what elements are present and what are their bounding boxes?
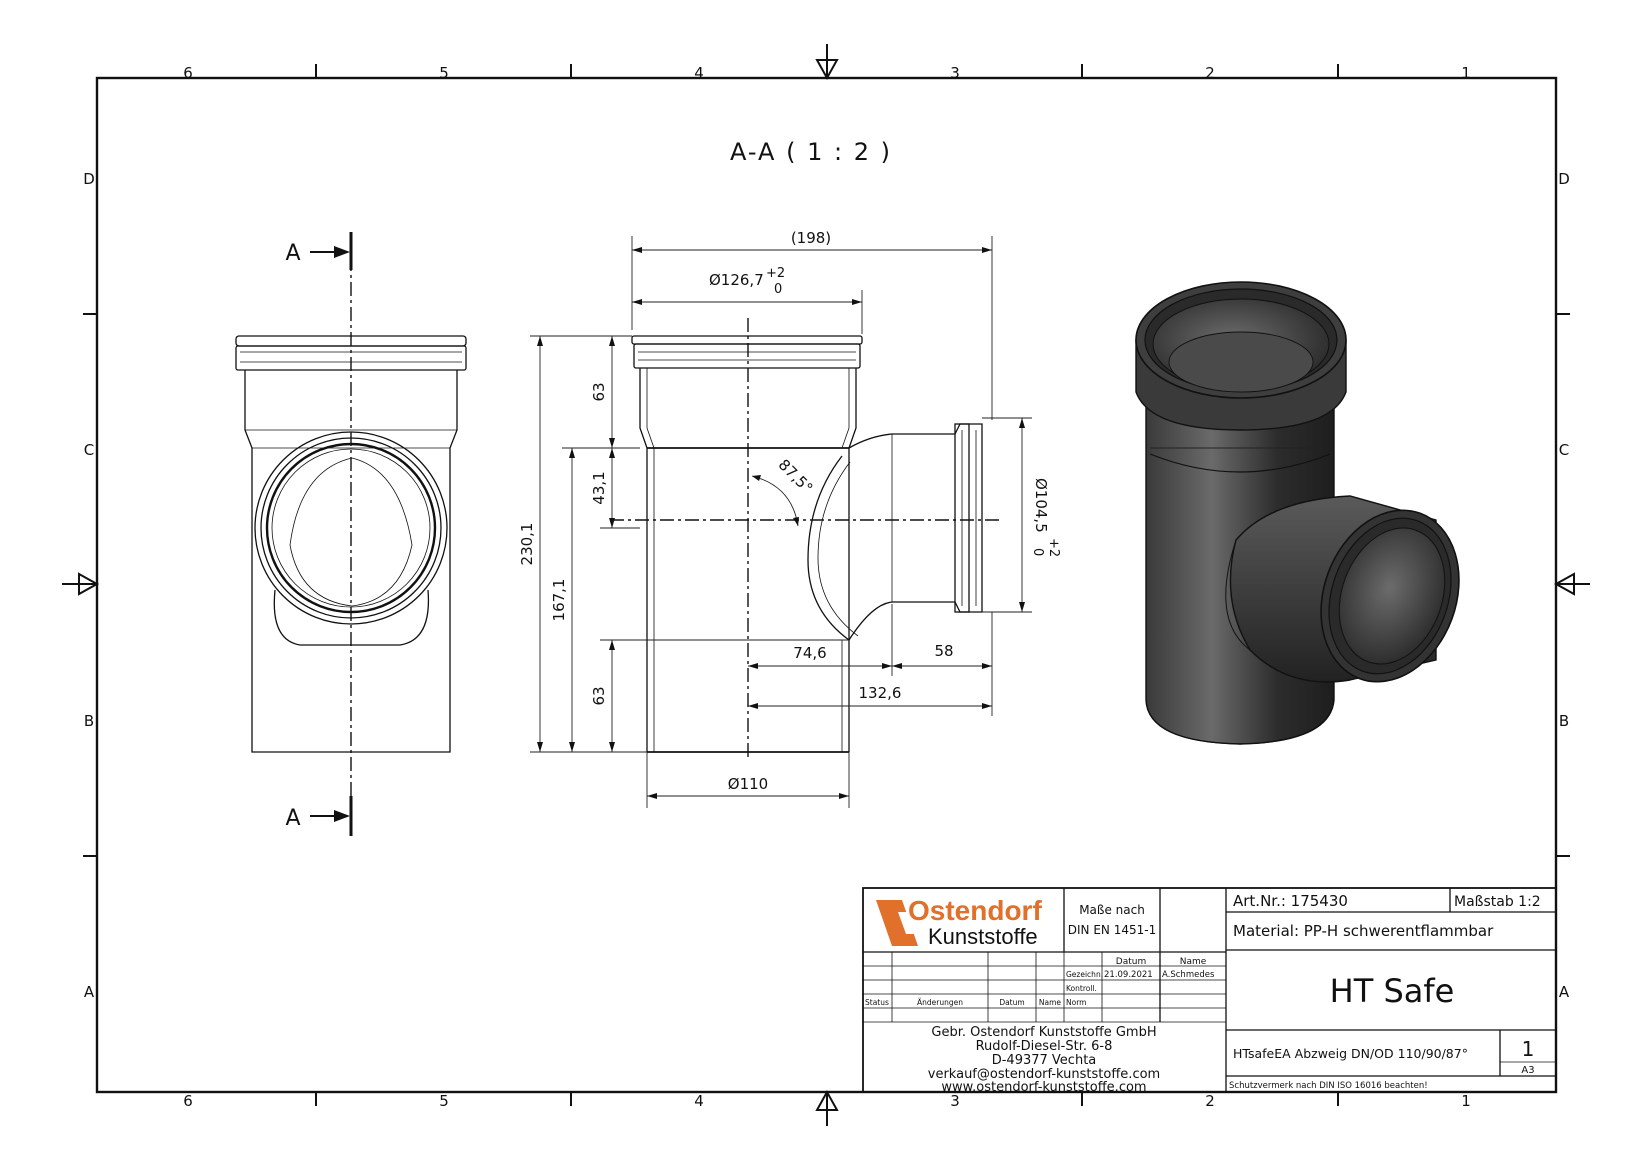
dim-tolerance: 0 xyxy=(1030,548,1045,556)
rev-aenderungen: Änderungen xyxy=(917,998,963,1007)
dim-overall-width: (198) xyxy=(631,229,993,420)
row-kontroll: Kontroll. xyxy=(1066,984,1097,993)
dim-socket-diameter: Ø126,7 +2 0 xyxy=(632,266,863,334)
dim-label: Ø110 xyxy=(728,775,768,793)
art-nr: Art.Nr.: 175430 xyxy=(1233,892,1348,910)
company-line: verkauf@ostendorf-kunststoffe.com xyxy=(928,1067,1160,1082)
column-label: 5 xyxy=(439,64,449,82)
drawing-frame: 6 5 4 3 2 1 6 5 4 3 2 1 D C B A D C B A xyxy=(62,44,1590,1126)
column-label: 4 xyxy=(694,64,704,82)
gezeichn-date: 21.09.2021 xyxy=(1104,970,1153,980)
dim-label: 63 xyxy=(590,686,608,705)
dim-branch-socket-depth: 58 xyxy=(892,612,993,716)
dim-top-socket-depth: 63 xyxy=(590,335,640,449)
dim-branch-height: 167,1 xyxy=(550,447,600,752)
dim-total-height: 230,1 xyxy=(518,335,647,753)
section-cut-top: A xyxy=(285,232,353,270)
dim-label: Ø126,7 xyxy=(709,271,764,289)
row-label: A xyxy=(1559,983,1570,1001)
dim-label: 230,1 xyxy=(518,523,536,566)
dim-label: 58 xyxy=(934,642,953,660)
column-label: 4 xyxy=(694,1092,704,1110)
section-view: (198) Ø126,7 +2 0 63 43,1 xyxy=(518,229,1061,808)
dim-label: 63 xyxy=(590,382,608,401)
column-label: 1 xyxy=(1461,64,1471,82)
row-label: D xyxy=(83,170,95,188)
isometric-render xyxy=(1135,281,1460,745)
centering-mark-bottom xyxy=(815,1089,839,1126)
title-block: Ostendorf Kunststoffe Maße nach DIN EN 1… xyxy=(862,887,1557,1095)
row-label: B xyxy=(1559,712,1569,730)
section-cut-bottom: A xyxy=(285,796,353,836)
dim-label: (198) xyxy=(791,229,831,247)
row-label: C xyxy=(1559,441,1569,459)
dim-label: Ø104,5 xyxy=(1032,478,1050,533)
rev-status: Status xyxy=(865,998,889,1007)
sheet-number: 1 xyxy=(1522,1037,1535,1061)
scale: Maßstab 1:2 xyxy=(1454,894,1541,910)
logo-bottom-text: Kunststoffe xyxy=(928,924,1038,949)
company-logo: Ostendorf Kunststoffe xyxy=(872,894,1056,949)
cut-label: A xyxy=(285,806,300,831)
company-line: Gebr. Ostendorf Kunststoffe GmbH xyxy=(931,1025,1156,1040)
cut-label: A xyxy=(285,241,300,266)
copyright-notice: Schutzvermerk nach DIN ISO 16016 beachte… xyxy=(1229,1081,1428,1091)
col-datum: Datum xyxy=(1116,957,1146,967)
company-line: Rudolf-Diesel-Str. 6-8 xyxy=(976,1039,1113,1054)
centering-mark-top xyxy=(815,44,839,81)
row-norm: Norm xyxy=(1066,998,1086,1007)
column-label: 2 xyxy=(1205,1092,1215,1110)
centering-mark-left xyxy=(62,572,100,596)
row-gezeichn: Gezeichn. xyxy=(1066,970,1103,979)
sheet-format: A3 xyxy=(1521,1065,1534,1076)
dim-label: 43,1 xyxy=(590,471,608,504)
dim-pipe-diameter: Ø110 xyxy=(646,752,850,808)
column-label: 1 xyxy=(1461,1092,1471,1110)
norm-line1: Maße nach xyxy=(1079,903,1145,917)
dim-branch-offset: 43,1 xyxy=(590,448,640,529)
dim-angle: 87,5° xyxy=(751,456,816,527)
dim-bottom-socket-depth: 63 xyxy=(590,639,849,752)
product-name: HT Safe xyxy=(1330,972,1455,1010)
dim-branch-reach-b: 132,6 xyxy=(748,684,992,709)
description: HTsafeEA Abzweig DN/OD 110/90/87° xyxy=(1233,1046,1468,1061)
column-label: 5 xyxy=(439,1092,449,1110)
gezeichn-name: A.Schmedes xyxy=(1162,970,1215,980)
dim-tolerance: +2 xyxy=(766,266,785,281)
dim-label: 167,1 xyxy=(550,579,568,622)
section-title: A-A ( 1 : 2 ) xyxy=(730,138,892,166)
column-label: 2 xyxy=(1205,64,1215,82)
material: Material: PP-H schwerentflammbar xyxy=(1233,922,1494,940)
dim-tolerance: +2 xyxy=(1046,538,1061,557)
row-label: D xyxy=(1558,170,1570,188)
row-label: A xyxy=(84,983,95,1001)
column-label: 6 xyxy=(183,64,193,82)
dim-label: 132,6 xyxy=(859,684,902,702)
dim-branch-reach-a: 74,6 xyxy=(748,604,893,676)
col-name: Name xyxy=(1180,957,1207,967)
dim-label: 74,6 xyxy=(793,644,826,662)
dim-tolerance: 0 xyxy=(774,282,782,297)
logo-top-text: Ostendorf xyxy=(908,895,1042,926)
rev-name: Name xyxy=(1039,998,1062,1007)
column-label: 6 xyxy=(183,1092,193,1110)
norm-line2: DIN EN 1451-1 xyxy=(1068,923,1156,937)
row-label: C xyxy=(84,441,94,459)
dim-branch-socket-diameter: Ø104,5 +2 0 xyxy=(982,417,1061,613)
company-line: www.ostendorf-kunststoffe.com xyxy=(941,1080,1146,1095)
row-label: B xyxy=(84,712,94,730)
company-line: D-49377 Vechta xyxy=(992,1053,1097,1068)
column-label: 3 xyxy=(950,64,960,82)
front-view: A A xyxy=(235,232,467,836)
column-label: 3 xyxy=(950,1092,960,1110)
centering-mark-right xyxy=(1553,572,1590,596)
rev-datum: Datum xyxy=(999,998,1024,1007)
